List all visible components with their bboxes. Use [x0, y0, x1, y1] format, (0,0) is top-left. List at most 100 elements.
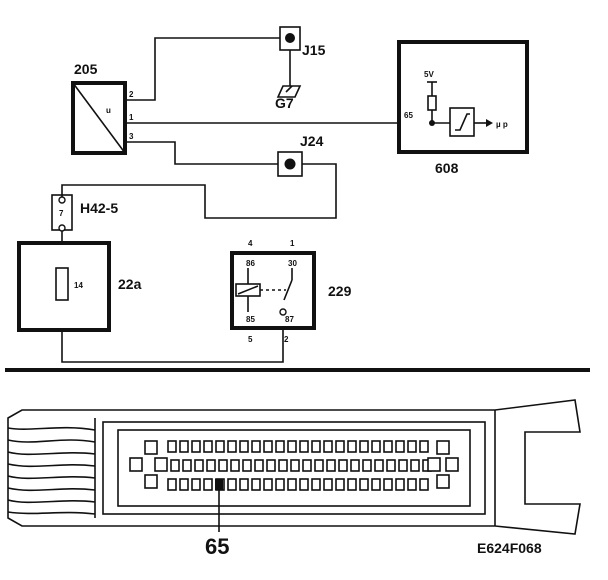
connector-pin: [395, 478, 405, 491]
c229-pin-87: 87: [285, 315, 294, 324]
connector-pin: [251, 478, 261, 491]
connector-pin: [191, 478, 201, 491]
connector-j24: J24: [277, 133, 324, 177]
label-j15: J15: [302, 42, 326, 58]
c22a-pin: 14: [74, 281, 83, 290]
connector-pin: [326, 459, 336, 472]
label-205: 205: [74, 61, 98, 77]
lock-cell: [144, 474, 158, 489]
component-205: u 205 2 1 3: [71, 61, 134, 155]
connector-pin: [179, 440, 189, 453]
connector-pin: [275, 478, 285, 491]
connector-pin: [275, 440, 285, 453]
connector-pin: [227, 478, 237, 491]
connector-pin: [311, 440, 321, 453]
connector-pin: [206, 459, 216, 472]
label-h42-5: H42-5: [80, 200, 118, 216]
connector-pin: [290, 459, 300, 472]
connector-pin: [194, 459, 204, 472]
component-229: 4 1 5 2 86 30 85 87 229: [230, 239, 352, 344]
connector-pin: [362, 459, 372, 472]
c229-terminal-1: 1: [290, 239, 295, 248]
ground-g7: G7: [275, 85, 302, 111]
c229-terminal-4: 4: [248, 239, 253, 248]
connector-pin: [419, 478, 429, 491]
connector-pin: [383, 478, 393, 491]
connector-pin: [359, 440, 369, 453]
label-608: 608: [435, 160, 459, 176]
c205-pin-3: 3: [129, 132, 134, 141]
connector-pin: [398, 459, 408, 472]
lock-cell: [154, 457, 168, 472]
lock-cell: [436, 474, 450, 489]
connector-pin: [323, 478, 333, 491]
connector-pin: [266, 459, 276, 472]
connector-j15: J15: [279, 26, 326, 58]
lock-cell: [436, 440, 450, 455]
connector-pin: [338, 459, 348, 472]
connector-pin: [218, 459, 228, 472]
connector-pin: [167, 440, 177, 453]
connector-pin: [167, 478, 177, 491]
connector-pin: [242, 459, 252, 472]
connector-pin: [254, 459, 264, 472]
connector-h42-5: 7 H42-5: [51, 194, 118, 232]
lock-cell: [129, 457, 143, 472]
c229-terminal-5: 5: [248, 335, 253, 344]
connector-pin: [278, 459, 288, 472]
label-g7: G7: [275, 95, 294, 111]
c229-pin-85: 85: [246, 315, 255, 324]
connector-pin: [299, 440, 309, 453]
connector-pin: [314, 459, 324, 472]
connector-pin: [407, 478, 417, 491]
connector-pin: [347, 478, 357, 491]
connector-pin: [239, 478, 249, 491]
pin-65-callout: 65: [205, 534, 229, 559]
connector-pin: [323, 440, 333, 453]
connector-pin: [371, 440, 381, 453]
connector-pin: [263, 478, 273, 491]
label-j24: J24: [300, 133, 324, 149]
connector-pin: [203, 440, 213, 453]
connector-pin: [239, 440, 249, 453]
ecu-connector: 65: [7, 399, 581, 559]
connector-pin: [419, 440, 429, 453]
connector-pin: [371, 478, 381, 491]
c205-pin-1: 1: [129, 113, 134, 122]
connector-pin: [215, 440, 225, 453]
c229-pin-86: 86: [246, 259, 255, 268]
connector-pin: [311, 478, 321, 491]
connector-pin: [251, 440, 261, 453]
connector-pin: [350, 459, 360, 472]
connector-pin: [374, 459, 384, 472]
pin-grid: [129, 440, 459, 491]
label-22a: 22a: [118, 276, 142, 292]
component-22a: 14 22a: [17, 241, 142, 332]
h425-pin: 7: [59, 209, 64, 218]
connector-pin: [335, 478, 345, 491]
connector-pin: [410, 459, 420, 472]
component-608: 65 5V µ p 608: [397, 40, 529, 176]
c229-terminal-2: 2: [284, 335, 289, 344]
connector-pin: [287, 440, 297, 453]
c205-pin-2: 2: [129, 90, 134, 99]
connector-pin: [263, 440, 273, 453]
connector-pin: [230, 459, 240, 472]
label-229: 229: [328, 283, 352, 299]
connector-pin: [335, 440, 345, 453]
lock-cell: [427, 457, 441, 472]
c608-pin-65: 65: [404, 111, 413, 120]
c608-supply: 5V: [424, 70, 434, 79]
figure-id: E624F068: [477, 540, 542, 556]
connector-pin: [182, 459, 192, 472]
connector-pin: [383, 440, 393, 453]
connector-pin: [347, 440, 357, 453]
connector-pin: [191, 440, 201, 453]
connector-pin: [359, 478, 369, 491]
connector-pin: [203, 478, 213, 491]
cable-bundle: [7, 418, 96, 518]
connector-pin: [227, 440, 237, 453]
connector-pin: [179, 478, 189, 491]
c229-pin-30: 30: [288, 259, 297, 268]
